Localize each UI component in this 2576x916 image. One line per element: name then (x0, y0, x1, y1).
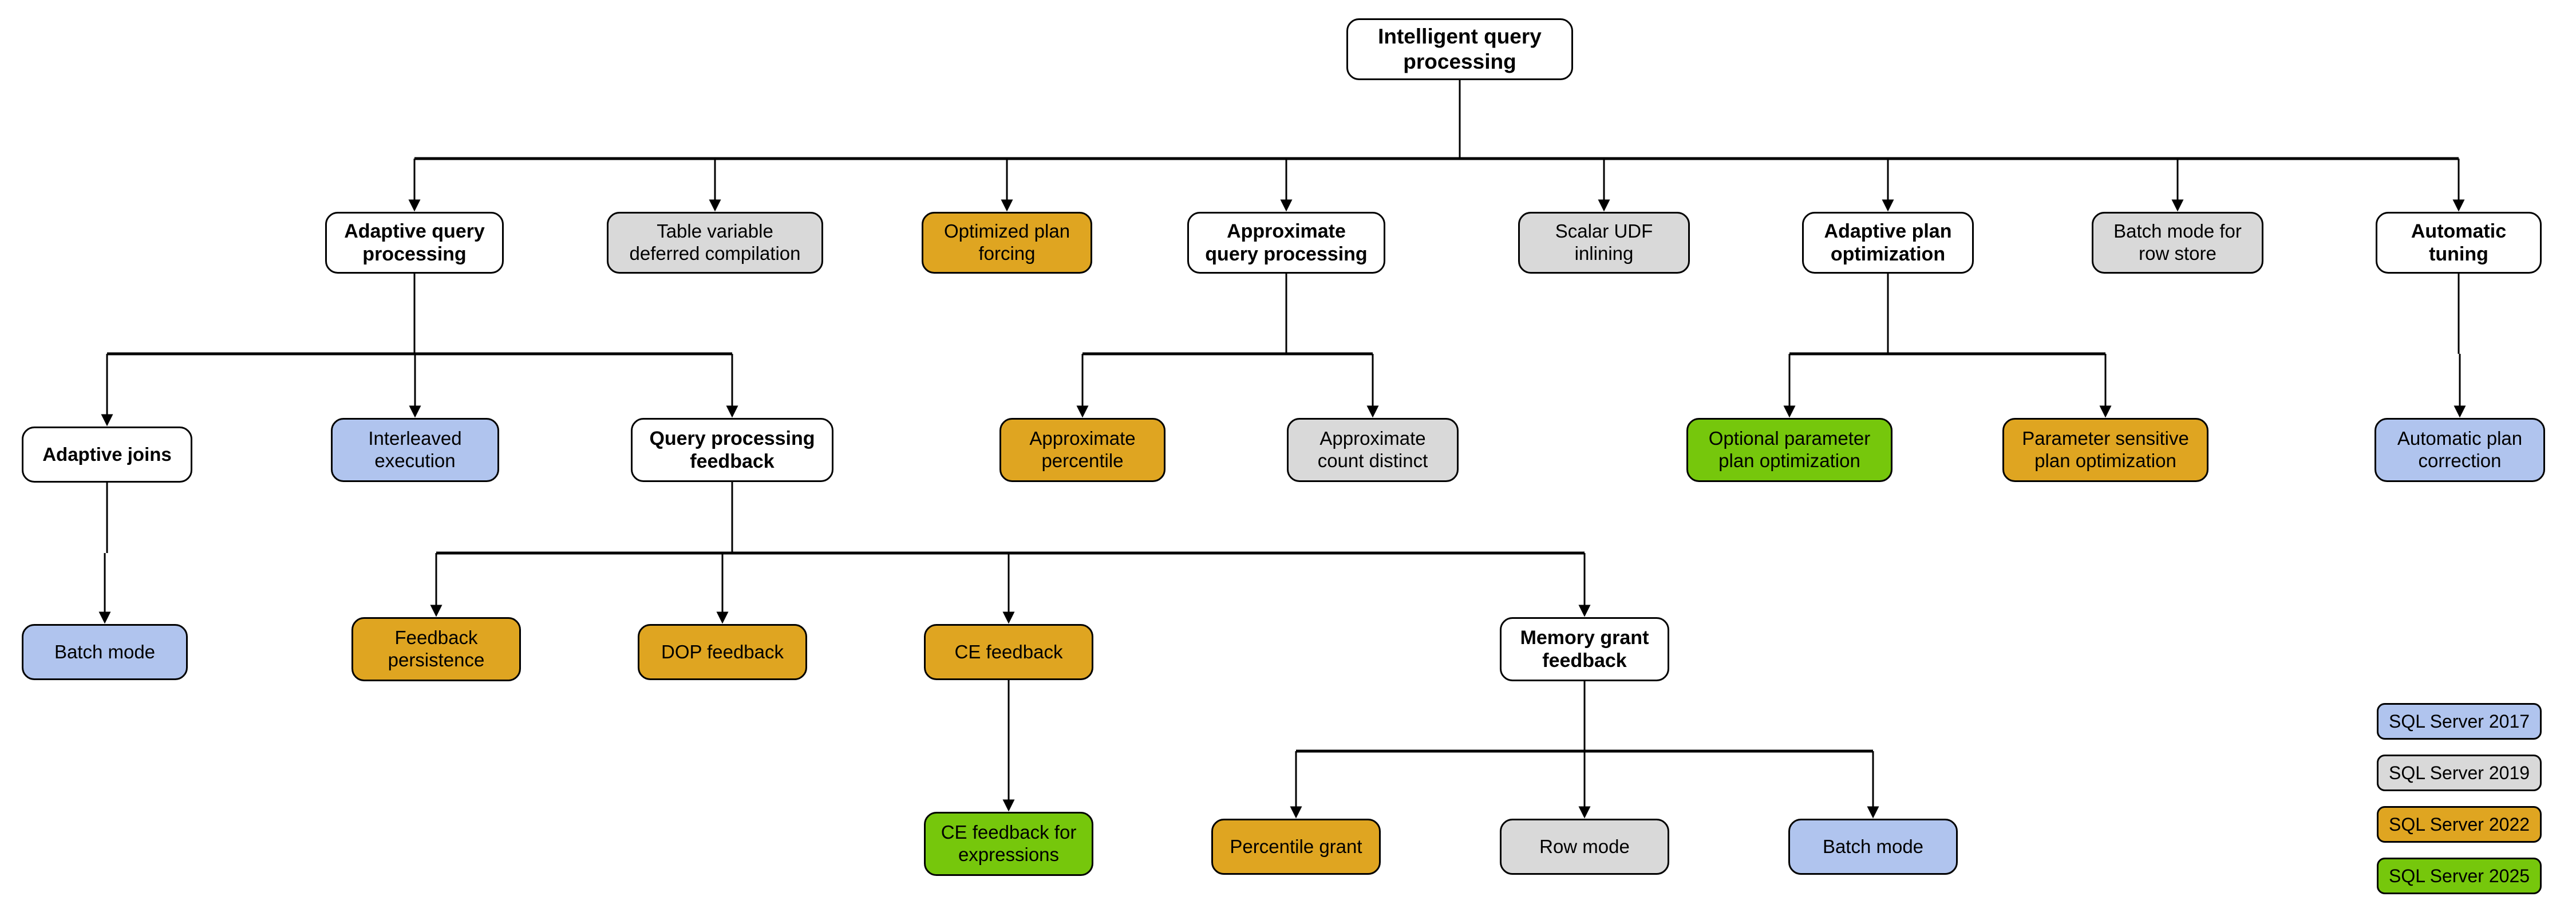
node-label: CE feedback for expressions (941, 822, 1077, 865)
node-label: Automatic plan correction (2397, 428, 2523, 471)
node-label: Batch mode (54, 641, 156, 662)
node-label: Batch mode (1822, 835, 1924, 857)
node-approxqp[interactable]: Approximate query processing (1187, 212, 1385, 274)
node-autotune[interactable]: Automatic tuning (2376, 212, 2542, 274)
legend-item-sql-server-2022: SQL Server 2022 (2377, 806, 2542, 843)
node-tvdc[interactable]: Table variable deferred compilation (607, 212, 823, 274)
node-label: Scalar UDF inlining (1555, 220, 1653, 264)
node-oppo[interactable]: Optional parameter plan optimization (1686, 418, 1893, 482)
node-qpf[interactable]: Query processing feedback (631, 418, 833, 482)
legend-item-label: SQL Server 2017 (2388, 710, 2530, 732)
node-label: Interleaved execution (368, 428, 462, 471)
node-label: Memory grant feedback (1520, 626, 1649, 672)
node-fbpersist[interactable]: Feedback persistence (351, 617, 521, 681)
node-label: Feedback persistence (388, 627, 485, 670)
node-psp[interactable]: Parameter sensitive plan optimization (2002, 418, 2208, 482)
legend-item-label: SQL Server 2019 (2388, 762, 2530, 783)
node-label: Approximate percentile (1029, 428, 1136, 471)
node-root[interactable]: Intelligent query processing (1346, 18, 1573, 80)
legend-item-sql-server-2025: SQL Server 2025 (2377, 858, 2542, 894)
node-apo[interactable]: Adaptive plan optimization (1802, 212, 1974, 274)
legend-item-sql-server-2017: SQL Server 2017 (2377, 703, 2542, 740)
node-apc[interactable]: Automatic plan correction (2374, 418, 2545, 482)
legend-item-sql-server-2019: SQL Server 2019 (2377, 755, 2542, 791)
node-approxcount[interactable]: Approximate count distinct (1287, 418, 1459, 482)
node-rowmode[interactable]: Row mode (1500, 819, 1669, 875)
node-interleaved[interactable]: Interleaved execution (331, 418, 499, 482)
node-label: Approximate query processing (1205, 220, 1368, 265)
node-label: Parameter sensitive plan optimization (2022, 428, 2189, 471)
node-udf[interactable]: Scalar UDF inlining (1518, 212, 1690, 274)
node-label: Row mode (1539, 835, 1630, 857)
legend-item-label: SQL Server 2025 (2388, 865, 2530, 886)
node-pctgrant[interactable]: Percentile grant (1211, 819, 1381, 875)
node-batchmode1[interactable]: Batch mode (22, 624, 188, 680)
node-label: DOP feedback (661, 641, 784, 662)
node-dopfb[interactable]: DOP feedback (638, 624, 807, 680)
node-label: Percentile grant (1230, 835, 1362, 857)
node-label: Batch mode for row store (2113, 220, 2242, 264)
node-label: Optimized plan forcing (943, 220, 1070, 264)
node-adaptivejoins[interactable]: Adaptive joins (22, 427, 192, 483)
node-bmrs[interactable]: Batch mode for row store (2092, 212, 2263, 274)
node-aqp[interactable]: Adaptive query processing (325, 212, 504, 274)
node-label: CE feedback (954, 641, 1063, 662)
node-opf[interactable]: Optimized plan forcing (922, 212, 1092, 274)
legend-item-label: SQL Server 2022 (2388, 814, 2530, 835)
node-batchmode2[interactable]: Batch mode (1788, 819, 1958, 875)
node-label: Adaptive query processing (344, 220, 485, 265)
node-mgf[interactable]: Memory grant feedback (1500, 617, 1669, 681)
node-label: Adaptive plan optimization (1824, 220, 1952, 265)
node-label: Intelligent query processing (1378, 25, 1542, 73)
node-label: Query processing feedback (649, 427, 815, 472)
node-label: Automatic tuning (2411, 220, 2507, 265)
node-approxpct[interactable]: Approximate percentile (999, 418, 1165, 482)
node-cefbexpr[interactable]: CE feedback for expressions (924, 812, 1093, 876)
node-label: Adaptive joins (42, 443, 172, 465)
node-label: Approximate count distinct (1317, 428, 1428, 471)
node-label: Optional parameter plan optimization (1708, 428, 1871, 471)
node-cefb[interactable]: CE feedback (924, 624, 1093, 680)
node-label: Table variable deferred compilation (629, 220, 801, 264)
